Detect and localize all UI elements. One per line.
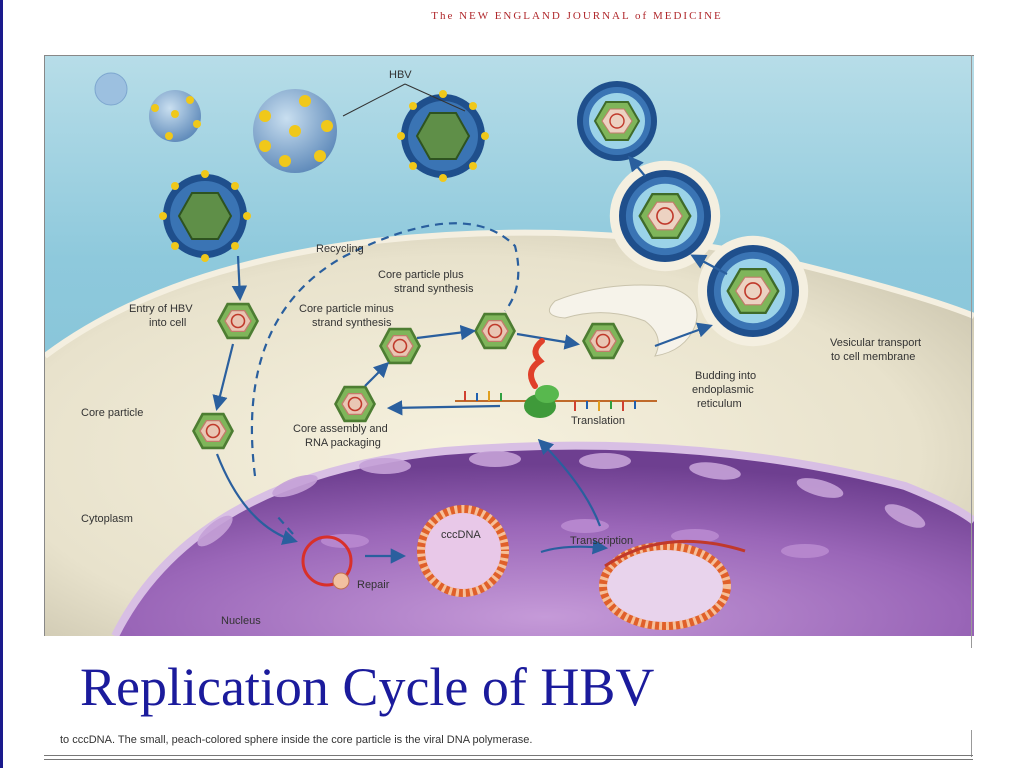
label-core-minus-1: Core particle minus xyxy=(299,303,394,315)
exiting-virion-mid xyxy=(609,160,721,272)
slide-title: Replication Cycle of HBV xyxy=(80,657,655,717)
core-particle-minus xyxy=(379,327,421,365)
title-background xyxy=(58,648,973,730)
label-core-particle: Core particle xyxy=(81,407,143,419)
journal-header: The NEW ENGLAND JOURNAL of MEDICINE xyxy=(431,10,723,22)
label-core-plus-1: Core particle plus xyxy=(378,269,464,281)
figure-caption: to cccDNA. The small, peach-colored sphe… xyxy=(60,734,533,746)
cccdna-ring xyxy=(417,505,509,597)
rcdna-repair xyxy=(301,535,353,590)
small-particle xyxy=(94,72,128,106)
subviral-sphere xyxy=(149,90,201,142)
label-recycling: Recycling xyxy=(316,243,364,255)
label-core-plus-2: strand synthesis xyxy=(394,283,474,295)
label-budding-3: reticulum xyxy=(697,398,742,410)
label-repair: Repair xyxy=(357,579,390,591)
core-particle-assembly xyxy=(334,385,376,423)
core-particle-plus xyxy=(474,312,516,350)
subviral-filament xyxy=(253,89,337,173)
hbv-virion-entering xyxy=(159,170,251,262)
core-particle-er xyxy=(582,322,624,360)
label-translation: Translation xyxy=(571,415,625,427)
core-particle-cytoplasm xyxy=(192,412,234,450)
bottom-rule xyxy=(44,755,973,760)
hbv-virion-top xyxy=(397,90,489,182)
label-nucleus: Nucleus xyxy=(221,615,261,627)
exiting-virion-top xyxy=(576,80,658,162)
label-core-assembly-1: Core assembly and xyxy=(293,423,388,435)
label-transcription: Transcription xyxy=(570,535,633,547)
label-entry-2: into cell xyxy=(149,317,186,329)
label-vesicular-1: Vesicular transport xyxy=(830,337,921,349)
label-vesicular-2: to cell membrane xyxy=(831,351,915,363)
label-entry-1: Entry of HBV xyxy=(129,303,193,315)
vesicle-virion xyxy=(697,235,809,347)
hbv-diagram: HBV Recycling Entry of HBV into cell Cor… xyxy=(44,55,974,636)
slide-left-border xyxy=(0,0,3,768)
ribosome xyxy=(524,338,559,418)
label-budding-2: endoplasmic xyxy=(692,384,754,396)
figure-right-rule xyxy=(971,55,972,757)
label-budding-1: Budding into xyxy=(695,370,756,382)
label-core-assembly-2: RNA packaging xyxy=(305,437,381,449)
label-core-minus-2: strand synthesis xyxy=(312,317,392,329)
label-cccdna: cccDNA xyxy=(441,529,481,541)
label-hbv: HBV xyxy=(389,69,412,81)
core-particle-entry xyxy=(217,302,259,340)
transcription-ring xyxy=(599,539,746,630)
label-cytoplasm: Cytoplasm xyxy=(81,513,133,525)
